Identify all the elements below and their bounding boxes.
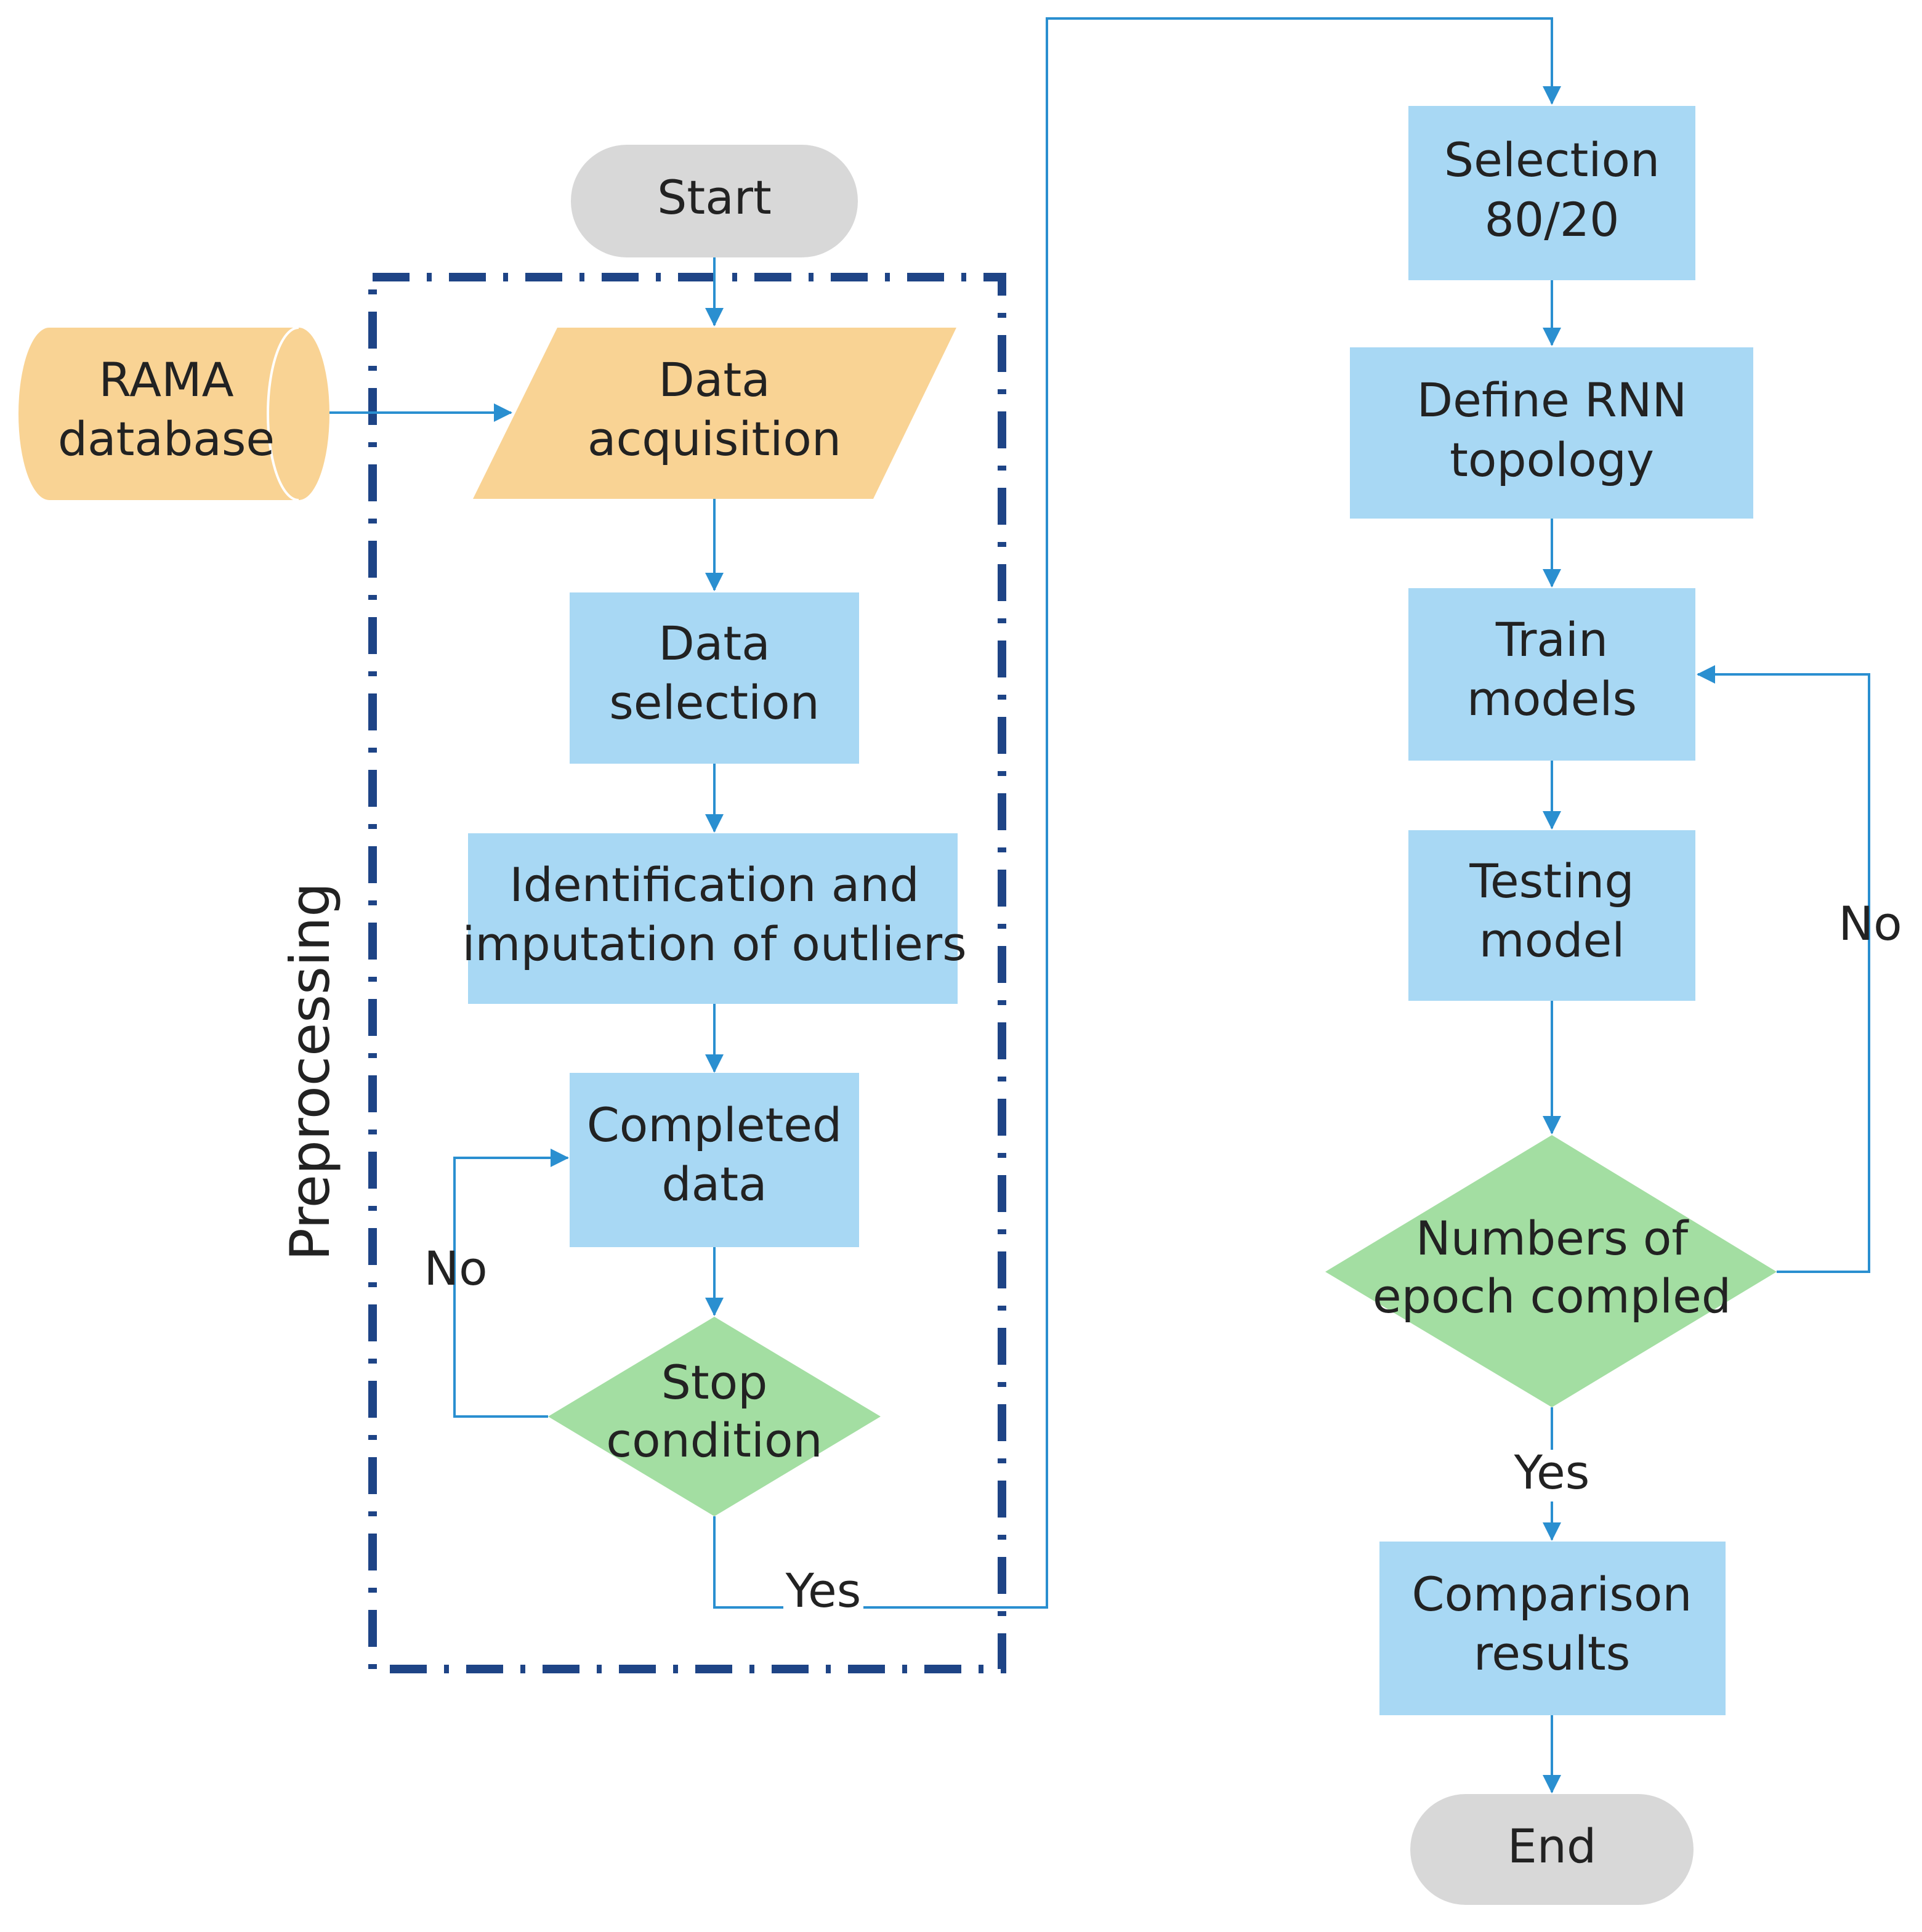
connector-stop-no-loop xyxy=(453,1149,569,1418)
comparison-results-node: Comparison results xyxy=(1379,1542,1726,1715)
define-rnn-shape xyxy=(1350,347,1753,519)
epoch-decision: Numbers of epoch compled xyxy=(1325,1135,1777,1407)
testing-model-node: Testing model xyxy=(1408,830,1695,1001)
stop-no-label: No xyxy=(424,1241,487,1296)
train-models-shape xyxy=(1408,588,1695,761)
data-selection-node: Data selection xyxy=(570,592,859,764)
stop-yes-label: Yes xyxy=(785,1563,862,1618)
rama-database-cylinder: RAMA database xyxy=(18,326,329,501)
preprocessing-label: Preprocessing xyxy=(278,883,342,1261)
selection-80-20-line-2: 80/20 xyxy=(1484,192,1619,247)
stop-condition-line-2: condition xyxy=(606,1413,822,1468)
stop-condition-decision: Stop condition xyxy=(548,1317,881,1516)
define-rnn-line-1: Define RNN xyxy=(1417,373,1687,427)
epoch-no-label: No xyxy=(1838,896,1902,951)
end-label: End xyxy=(1508,1819,1596,1873)
rama-database-rim xyxy=(267,326,299,501)
rama-database-line-2: database xyxy=(58,411,275,466)
comparison-results-line-1: Comparison xyxy=(1411,1567,1692,1622)
stop-condition-line-1: Stop xyxy=(661,1355,768,1410)
selection-80-20-line-1: Selection xyxy=(1444,132,1660,187)
epoch-decision-line-1: Numbers of xyxy=(1416,1211,1690,1266)
epoch-yes-label-backdrop xyxy=(1510,1450,1594,1502)
train-models-line-2: models xyxy=(1467,671,1637,726)
data-acquisition-shape xyxy=(473,328,956,499)
train-models-node: Train models xyxy=(1408,588,1695,761)
outliers-line-2: imputation of outliers xyxy=(462,916,966,971)
start-terminal: Start xyxy=(571,145,858,257)
completed-data-shape xyxy=(570,1073,859,1247)
testing-model-line-1: Testing xyxy=(1469,854,1634,908)
start-label: Start xyxy=(657,170,772,225)
epoch-decision-line-2: epoch compled xyxy=(1373,1269,1731,1324)
comparison-results-line-2: results xyxy=(1474,1626,1631,1681)
train-models-line-1: Train xyxy=(1495,612,1608,667)
comparison-results-shape xyxy=(1379,1542,1726,1715)
define-rnn-line-2: topology xyxy=(1450,432,1654,487)
connector-stop-yes-to-split xyxy=(713,17,1561,1609)
stop-yes-label-backdrop xyxy=(783,1569,863,1621)
selection-80-20-shape xyxy=(1408,106,1695,280)
data-selection-line-2: selection xyxy=(609,675,820,730)
testing-model-shape xyxy=(1408,830,1695,1001)
testing-model-line-2: model xyxy=(1479,913,1625,968)
completed-data-line-2: data xyxy=(661,1157,767,1211)
data-acquisition-node: Data acquisition xyxy=(473,328,956,499)
rama-database-shape xyxy=(18,328,329,500)
epoch-decision-shape xyxy=(1325,1135,1777,1407)
start-shape xyxy=(571,145,858,257)
connectors xyxy=(329,17,1870,1793)
data-selection-shape xyxy=(570,592,859,764)
data-selection-line-1: Data xyxy=(658,616,770,671)
outliers-line-1: Identification and xyxy=(509,857,919,912)
preprocessing-group-border xyxy=(368,273,1006,1673)
outliers-node: Identification and imputation of outlier… xyxy=(462,833,967,1004)
data-acquisition-line-2: acquisition xyxy=(588,411,841,466)
completed-data-node: Completed data xyxy=(570,1073,859,1247)
data-acquisition-line-1: Data xyxy=(658,352,770,407)
define-rnn-node: Define RNN topology xyxy=(1350,347,1753,519)
selection-80-20-node: Selection 80/20 xyxy=(1408,106,1695,280)
rama-database-line-1: RAMA xyxy=(99,352,233,407)
end-terminal: End xyxy=(1410,1794,1694,1905)
epoch-yes-label: Yes xyxy=(1514,1445,1590,1500)
completed-data-line-1: Completed xyxy=(587,1097,842,1152)
stop-condition-shape xyxy=(548,1317,881,1516)
connector-epoch-no-loop xyxy=(1697,665,1870,1273)
outliers-shape xyxy=(468,833,958,1004)
end-shape xyxy=(1410,1794,1694,1905)
